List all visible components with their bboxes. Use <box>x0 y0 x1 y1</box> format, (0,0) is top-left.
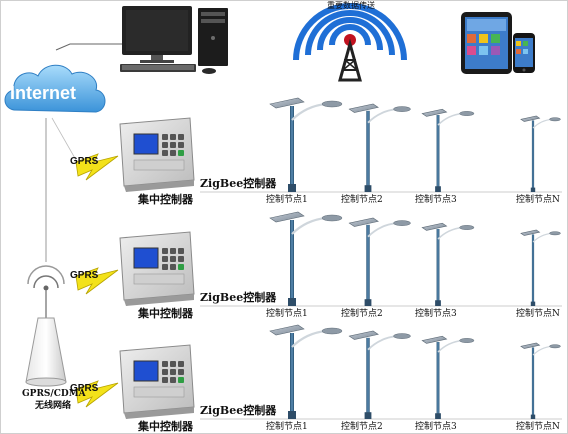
node-label: 控制节点1 <box>266 195 308 205</box>
solar-street-light-icon <box>520 342 561 419</box>
node-label: 控制节点3 <box>415 309 457 319</box>
desktop-computer-icon <box>120 6 228 74</box>
zigbee-label: ZigBee控制器 <box>200 404 277 417</box>
solar-street-light-icon <box>520 229 561 306</box>
gprs-label: GPRS <box>70 383 99 394</box>
node-label: 控制节点1 <box>266 309 308 319</box>
network-label-line1: GPRS/CDMA <box>22 389 86 399</box>
internet-label: Internet <box>10 83 77 103</box>
gprs-label: GPRS <box>70 156 99 167</box>
lightning-bolt-icon <box>75 380 119 408</box>
internet-cloud-icon <box>4 64 106 113</box>
gprs-label: GPRS <box>70 270 99 281</box>
solar-street-light-icon <box>421 108 475 192</box>
cell-tower-icon <box>25 265 67 387</box>
node-label: 控制节点3 <box>415 195 457 205</box>
zigbee-label: ZigBee控制器 <box>200 291 277 304</box>
controller-device-icon <box>119 117 195 192</box>
solar-street-light-icon <box>421 335 475 419</box>
tablet-icon <box>461 12 512 74</box>
controller-device-icon <box>119 231 195 306</box>
smartphone-icon <box>513 33 535 73</box>
controller-row <box>75 324 562 420</box>
controller-label: 集中控制器 <box>138 420 193 433</box>
node-label: 控制节点2 <box>341 309 383 319</box>
solar-street-light-icon <box>421 222 475 306</box>
network-label-line2: 无线网络 <box>35 401 72 411</box>
node-label: 控制节点2 <box>341 195 383 205</box>
controller-rows <box>75 97 562 420</box>
solar-street-light-icon <box>348 217 411 306</box>
node-label: 控制节点N <box>516 195 560 205</box>
transmission-label: 重要数据传送 <box>327 1 375 10</box>
solar-street-light-icon <box>348 103 411 192</box>
lightning-bolt-icon <box>75 153 119 181</box>
node-label: 控制节点N <box>516 422 560 432</box>
controller-label: 集中控制器 <box>138 307 193 320</box>
controller-label: 集中控制器 <box>138 193 193 206</box>
solar-street-light-icon <box>269 324 343 419</box>
broadcast-tower-icon <box>293 3 407 82</box>
solar-street-light-icon <box>269 97 343 192</box>
solar-street-light-icon <box>520 115 561 192</box>
node-label: 控制节点1 <box>266 422 308 432</box>
zigbee-label: ZigBee控制器 <box>200 177 277 190</box>
network-link-row1 <box>51 117 77 161</box>
lightning-bolt-icon <box>75 267 119 295</box>
solar-street-light-icon <box>269 211 343 306</box>
solar-street-light-icon <box>348 330 411 419</box>
node-label: 控制节点3 <box>415 422 457 432</box>
computer-to-internet-line <box>55 43 122 51</box>
controller-row <box>75 211 562 307</box>
controller-device-icon <box>119 344 195 419</box>
node-label: 控制节点2 <box>341 422 383 432</box>
controller-row <box>75 97 562 193</box>
node-label: 控制节点N <box>516 309 560 319</box>
